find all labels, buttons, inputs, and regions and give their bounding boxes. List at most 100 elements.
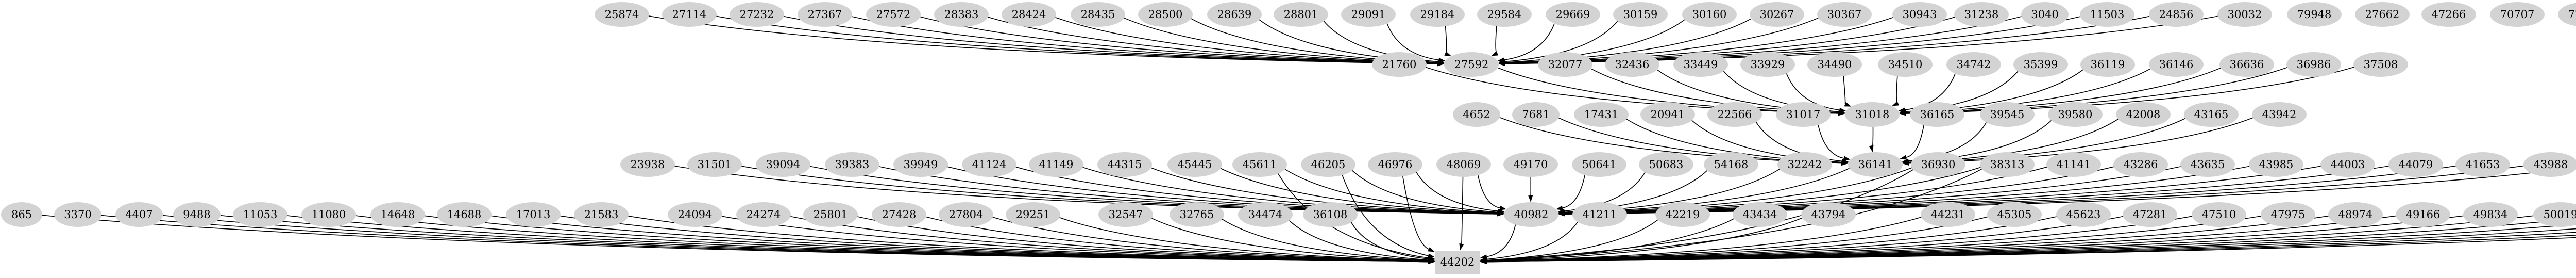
graph-node-36165: 36165 — [1910, 102, 1964, 127]
graph-node-30032: 30032 — [2217, 2, 2272, 27]
graph-node-38313: 38313 — [1980, 152, 2035, 177]
graph-node-34510: 34510 — [1878, 52, 1933, 77]
graph-node-48069: 48069 — [1436, 152, 1491, 177]
graph-node-47266: 47266 — [2421, 2, 2476, 27]
graph-node-50019: 50019 — [2533, 202, 2576, 227]
graph-node-29184: 29184 — [1410, 2, 1465, 27]
graph-node-23938: 23938 — [620, 152, 675, 177]
graph-node-35399: 35399 — [2013, 52, 2068, 77]
graph-node-27804: 27804 — [939, 202, 993, 227]
graph-node-44231: 44231 — [1921, 202, 1975, 227]
graph-node-47510: 47510 — [2192, 202, 2246, 227]
graph-node-36636: 36636 — [2219, 52, 2274, 77]
graph-node-24274: 24274 — [736, 202, 791, 227]
graph-node-17013: 17013 — [506, 202, 561, 227]
graph-node-32436: 32436 — [1605, 52, 1659, 77]
graph-node-32547: 32547 — [1098, 202, 1153, 227]
graph-node-42008: 42008 — [2116, 102, 2171, 127]
graph-node-41211: 41211 — [1572, 202, 1627, 227]
graph-node-44003: 44003 — [2320, 152, 2375, 177]
graph-node-32242: 32242 — [1777, 152, 1832, 177]
graph-node-40982: 40982 — [1504, 202, 1558, 227]
graph-node-3370: 3370 — [54, 202, 101, 227]
graph-node-22566: 22566 — [1707, 102, 1762, 127]
graph-node-41653: 41653 — [2455, 152, 2510, 177]
graph-node-7681: 7681 — [1512, 102, 1560, 127]
graph-node-36108: 36108 — [1303, 202, 1358, 227]
graph-node-36986: 36986 — [2286, 52, 2341, 77]
graph-node-27367: 27367 — [798, 2, 852, 27]
graph-node-70707: 70707 — [2490, 2, 2545, 27]
graph-node-41141: 41141 — [2046, 152, 2101, 177]
graph-node-21760: 21760 — [1372, 52, 1427, 77]
graph-node-54168: 54168 — [1704, 152, 1758, 177]
graph-node-865: 865 — [1, 202, 42, 227]
graph-node-33449: 33449 — [1673, 52, 1728, 77]
graph-node-45445: 45445 — [1167, 152, 1222, 177]
graph-node-45623: 45623 — [2056, 202, 2111, 227]
graph-node-11080: 11080 — [301, 202, 356, 227]
graph-node-46205: 46205 — [1301, 152, 1355, 177]
graph-node-49166: 49166 — [2396, 202, 2450, 227]
graph-node-44202: 44202 — [1435, 250, 1480, 274]
graph-node-30159: 30159 — [1613, 2, 1668, 27]
graph-node-33929: 33929 — [1740, 52, 1795, 77]
graph-node-43165: 43165 — [2184, 102, 2239, 127]
graph-node-28435: 28435 — [1071, 2, 1125, 27]
graph-node-14688: 14688 — [437, 202, 492, 227]
graph-node-39545: 39545 — [1980, 102, 2035, 127]
graph-node-24094: 24094 — [668, 202, 722, 227]
graph-node-30367: 30367 — [1817, 2, 1872, 27]
graph-node-36141: 36141 — [1848, 152, 1903, 177]
graph-node-41124: 41124 — [962, 152, 1016, 177]
graph-node-39094: 39094 — [756, 152, 810, 177]
graph-node-45611: 45611 — [1232, 152, 1287, 177]
graph-node-21583: 21583 — [574, 202, 629, 227]
graph-node-27572: 27572 — [866, 2, 921, 27]
graph-node-34490: 34490 — [1807, 52, 1862, 77]
graph-node-47975: 47975 — [2261, 202, 2315, 227]
graph-node-36930: 36930 — [1911, 152, 1965, 177]
graph-node-31501: 31501 — [687, 152, 742, 177]
graph-node-39580: 39580 — [2048, 102, 2103, 127]
graph-node-27428: 27428 — [872, 202, 926, 227]
graph-node-44315: 44315 — [1097, 152, 1152, 177]
graph-node-11503: 11503 — [2080, 2, 2134, 27]
graph-node-30943: 30943 — [1892, 2, 1947, 27]
graph-node-47281: 47281 — [2123, 202, 2177, 227]
graph-node-20941: 20941 — [1640, 102, 1695, 127]
graph-node-29251: 29251 — [1006, 202, 1060, 227]
graph-node-42219: 42219 — [1655, 202, 1710, 227]
graph-node-27662: 27662 — [2355, 2, 2410, 27]
graph-node-11053: 11053 — [233, 202, 287, 227]
graph-node-30160: 30160 — [1682, 2, 1737, 27]
graph-node-17431: 17431 — [1574, 102, 1629, 127]
graph-node-45305: 45305 — [1987, 202, 2042, 227]
graph-node-48974: 48974 — [2328, 202, 2383, 227]
graph-node-32765: 32765 — [1170, 202, 1224, 227]
graph-node-28500: 28500 — [1138, 2, 1193, 27]
graph-node-50641: 50641 — [1572, 152, 1626, 177]
graph-node-50683: 50683 — [1639, 152, 1693, 177]
graph-node-43794: 43794 — [1801, 202, 1856, 227]
graph-node-24856: 24856 — [2149, 2, 2204, 27]
graph-node-34742: 34742 — [1946, 52, 2001, 77]
graph-node-43635: 43635 — [2180, 152, 2235, 177]
graph-node-37508: 37508 — [2353, 52, 2408, 77]
graph-node-9488: 9488 — [173, 202, 221, 227]
graph-node-25874: 25874 — [595, 2, 649, 27]
graph-node-4407: 4407 — [115, 202, 163, 227]
graph-node-43286: 43286 — [2113, 152, 2168, 177]
graph-node-27592: 27592 — [1444, 52, 1499, 77]
graph-node-29091: 29091 — [1341, 2, 1396, 27]
graph-node-79948: 79948 — [2287, 2, 2342, 27]
graph-node-46976: 46976 — [1368, 152, 1422, 177]
graph-node-28801: 28801 — [1274, 2, 1328, 27]
graph-node-43434: 43434 — [1733, 202, 1787, 227]
graph-node-43988: 43988 — [2523, 152, 2576, 177]
graph-node-44079: 44079 — [2388, 152, 2443, 177]
graph-node-36146: 36146 — [2149, 52, 2204, 77]
graph-node-31238: 31238 — [1954, 2, 2009, 27]
